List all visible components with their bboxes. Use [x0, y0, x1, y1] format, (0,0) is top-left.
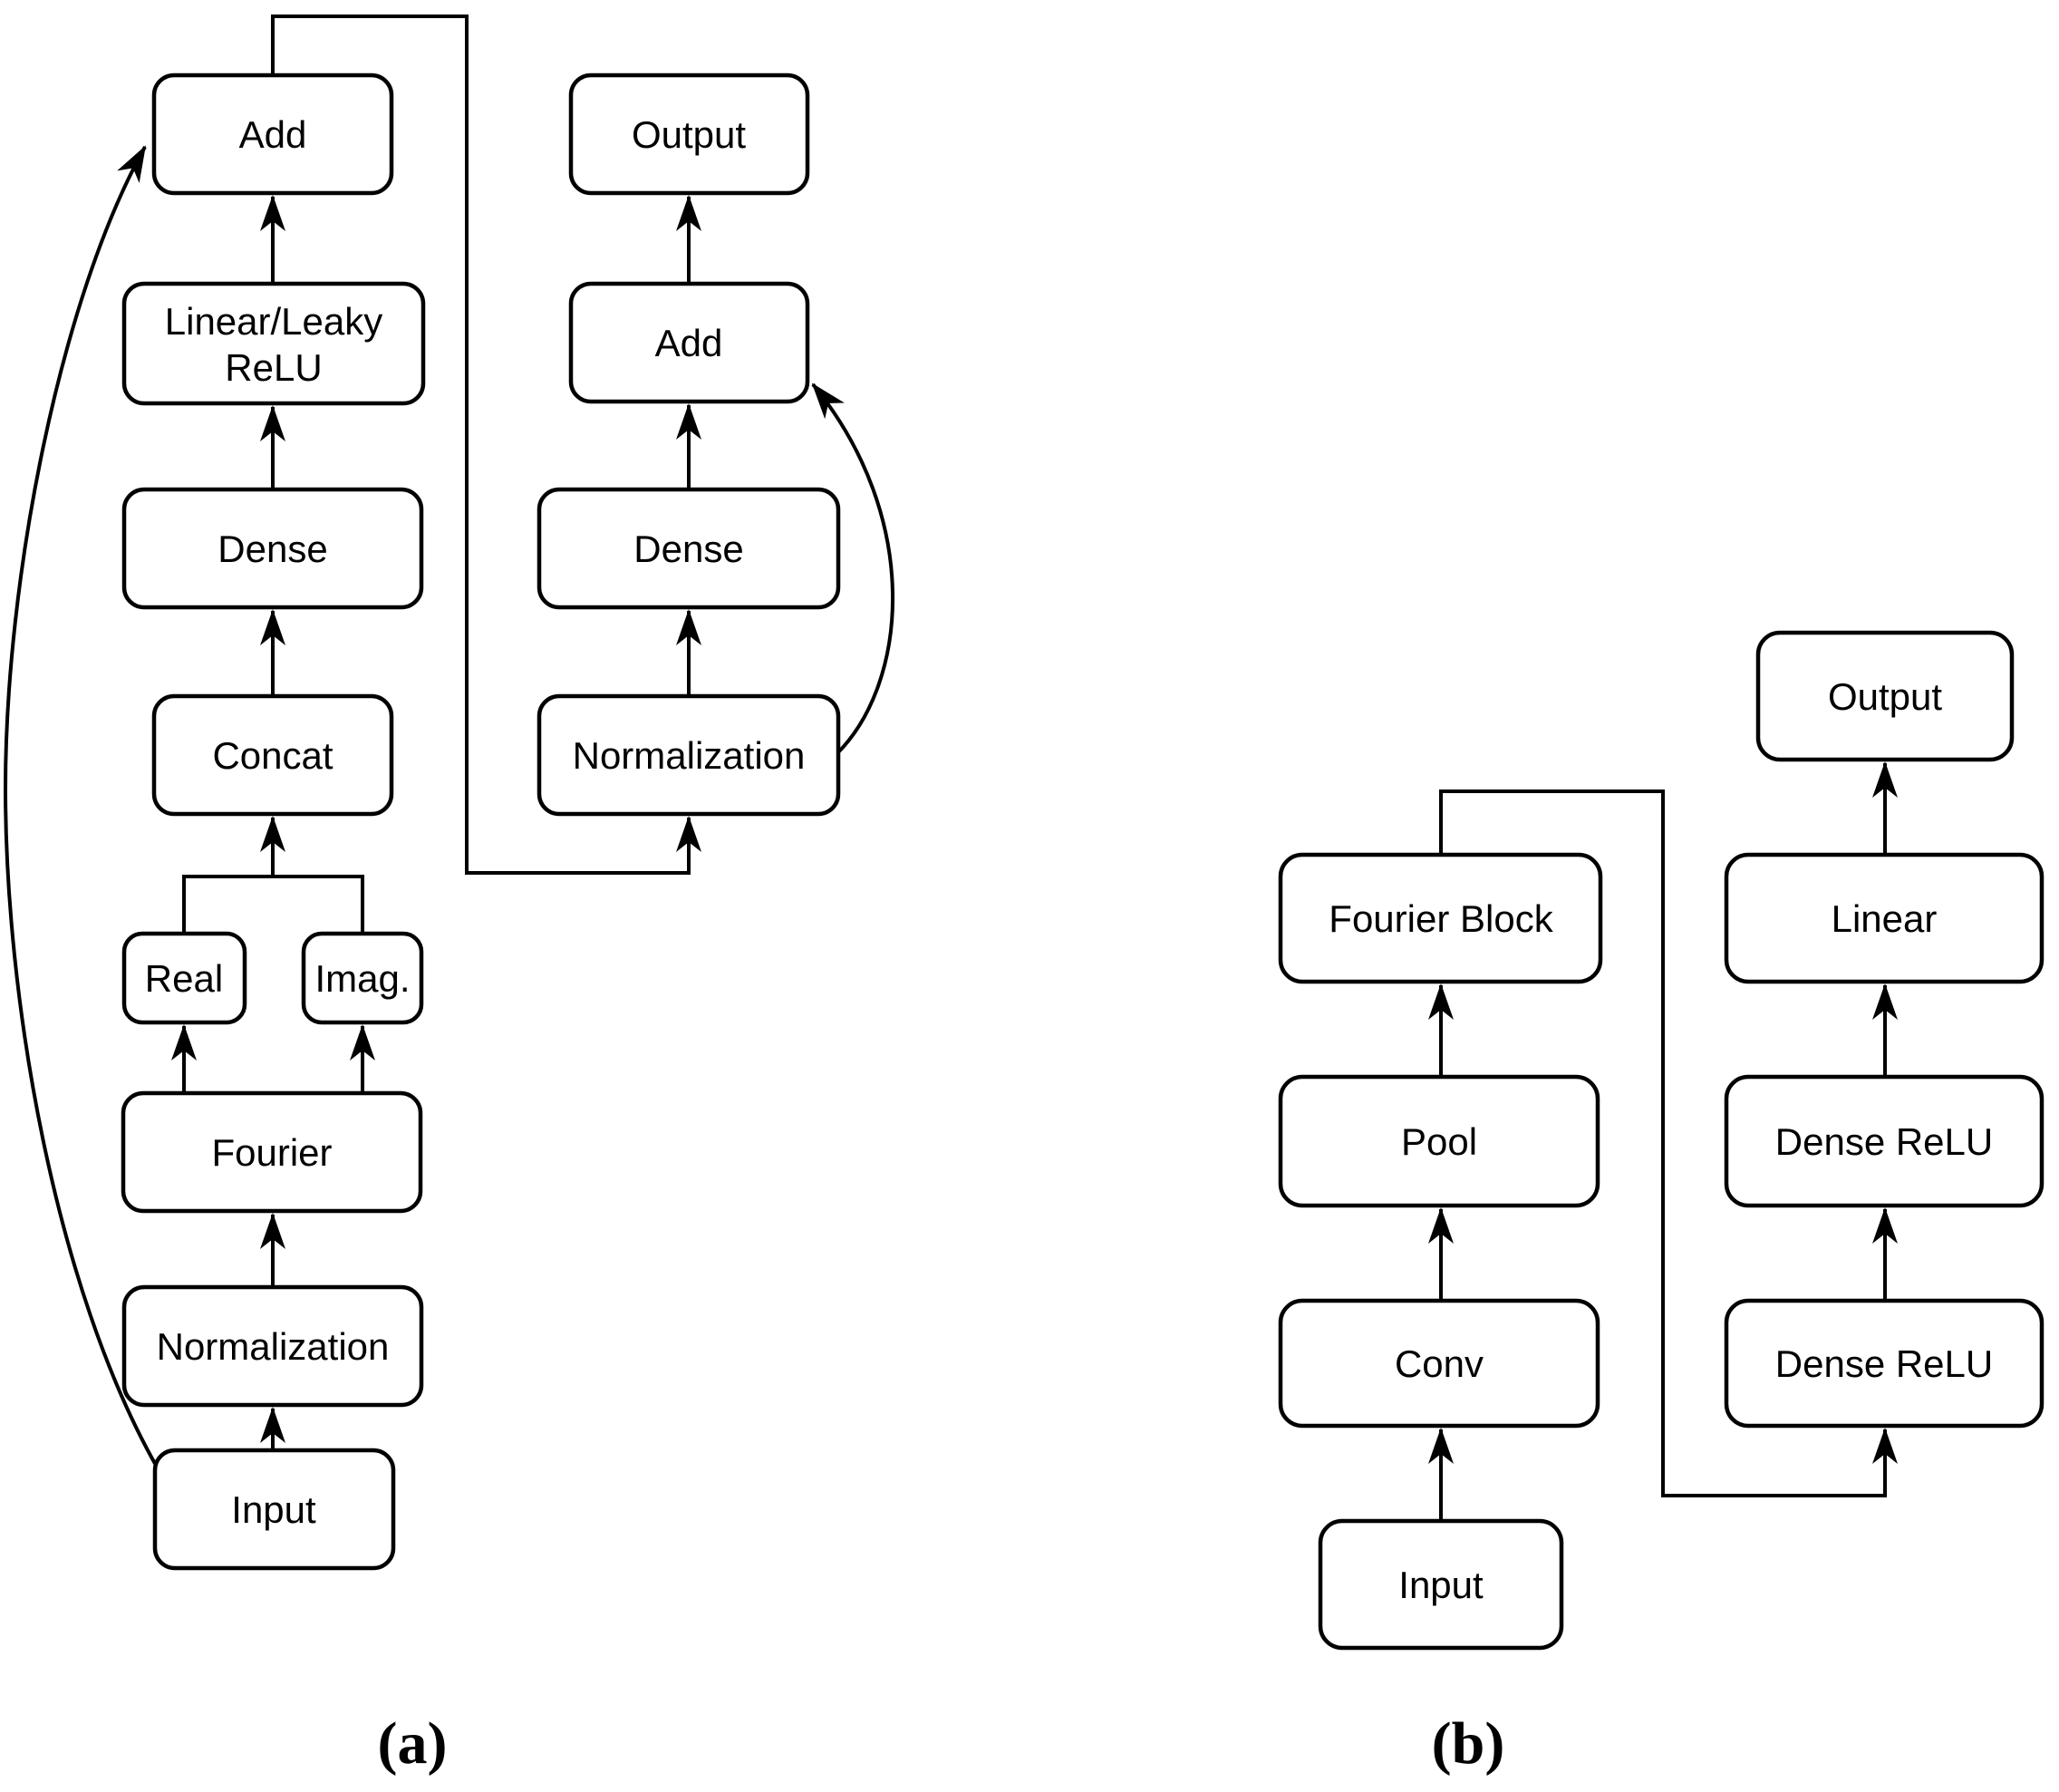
node-a-input: Input	[152, 1448, 396, 1571]
caption-b: (b)	[1432, 1710, 1505, 1777]
edge-a-normalization-right-skip-to-add-right	[811, 383, 895, 756]
caption-a: (a)	[378, 1710, 448, 1777]
node-b-dense-relu-lower-label: Dense ReLU	[1775, 1342, 1993, 1385]
node-a-normalization-right: Normalization	[536, 693, 841, 817]
node-b-output-box	[1755, 630, 2015, 762]
node-a-normalization-left-label: Normalization	[157, 1325, 390, 1368]
node-a-real: Real	[121, 931, 247, 1025]
node-b-pool-label: Pool	[1401, 1120, 1477, 1163]
node-b-linear-box	[1724, 852, 2044, 984]
node-a-concat-box	[151, 693, 394, 817]
node-a-normalization-left-box	[121, 1284, 424, 1408]
edge-a-real-imag-merge	[182, 875, 364, 934]
node-b-input: Input	[1318, 1518, 1564, 1651]
node-a-dense-left-label: Dense	[218, 528, 327, 570]
node-a-imag-label: Imag.	[314, 957, 410, 1000]
node-a-linear-leaky-relu-box	[121, 281, 426, 406]
node-a-real-label: Real	[145, 957, 223, 1000]
node-a-dense-right-label: Dense	[633, 528, 743, 570]
node-a-add-box	[151, 73, 394, 196]
node-a-output: Output	[568, 73, 810, 196]
node-b-dense-relu-lower: Dense ReLU	[1724, 1298, 2044, 1429]
node-a-dense-left-box	[121, 487, 424, 610]
node-a-normalization-left: Normalization	[121, 1284, 424, 1408]
panel-a: Add Linear/Leaky ReLU Dense Concat Real …	[3, 15, 895, 1777]
node-a-fourier: Fourier	[121, 1090, 423, 1214]
node-a-dense-right-box	[536, 487, 841, 610]
node-a-dense-left: Dense	[121, 487, 424, 610]
node-b-fourier-block-box	[1278, 852, 1603, 984]
node-a-output-label: Output	[632, 113, 746, 156]
node-a-imag-box	[301, 931, 424, 1025]
node-a-add-right-label: Add	[655, 322, 723, 364]
node-a-real-box	[121, 931, 247, 1025]
node-a-add-right-box	[568, 281, 810, 404]
node-b-dense-relu-lower-box	[1724, 1298, 2044, 1429]
node-a-output-box	[568, 73, 810, 196]
node-b-output: Output	[1755, 630, 2015, 762]
node-a-linear-leaky-relu-label-line2: ReLU	[225, 346, 322, 389]
node-b-dense-relu-upper-label: Dense ReLU	[1775, 1120, 1993, 1163]
node-a-input-box	[152, 1448, 396, 1571]
node-b-pool-box	[1278, 1074, 1600, 1208]
node-b-fourier-block: Fourier Block	[1278, 852, 1603, 984]
node-a-concat: Concat	[151, 693, 394, 817]
node-b-conv-label: Conv	[1395, 1342, 1484, 1385]
panel-b: Fourier Block Pool Conv Input Output Lin…	[1278, 630, 2044, 1777]
node-b-fourier-block-label: Fourier Block	[1329, 897, 1553, 940]
edge-a-add-elbow-to-normalization-right	[271, 15, 701, 875]
node-b-conv: Conv	[1278, 1298, 1600, 1429]
node-b-dense-relu-upper-box	[1724, 1074, 2044, 1208]
node-b-input-box	[1318, 1518, 1564, 1651]
node-a-normalization-right-label: Normalization	[573, 734, 806, 777]
edge-a-input-skip-to-add	[3, 145, 160, 1469]
node-a-normalization-right-box	[536, 693, 841, 817]
node-b-linear-label: Linear	[1832, 897, 1938, 940]
node-a-input-label: Input	[231, 1488, 316, 1531]
node-a-add-label: Add	[239, 113, 307, 156]
node-a-concat-label: Concat	[212, 734, 333, 777]
node-a-add: Add	[151, 73, 394, 196]
node-b-pool: Pool	[1278, 1074, 1600, 1208]
node-b-input-label: Input	[1398, 1564, 1484, 1606]
node-a-linear-leaky-relu-label-line1: Linear/Leaky	[165, 300, 383, 343]
node-b-linear: Linear	[1724, 852, 2044, 984]
node-a-imag: Imag.	[301, 931, 424, 1025]
node-a-linear-leaky-relu: Linear/Leaky ReLU	[121, 281, 426, 406]
node-b-output-label: Output	[1828, 675, 1942, 718]
node-a-fourier-box	[121, 1090, 423, 1214]
node-a-dense-right: Dense	[536, 487, 841, 610]
node-b-dense-relu-upper: Dense ReLU	[1724, 1074, 2044, 1208]
edge-b-fourier-block-elbow-to-dense-relu-lower	[1439, 789, 1898, 1497]
node-a-add-right: Add	[568, 281, 810, 404]
node-a-fourier-label: Fourier	[211, 1131, 332, 1174]
node-b-conv-box	[1278, 1298, 1600, 1429]
